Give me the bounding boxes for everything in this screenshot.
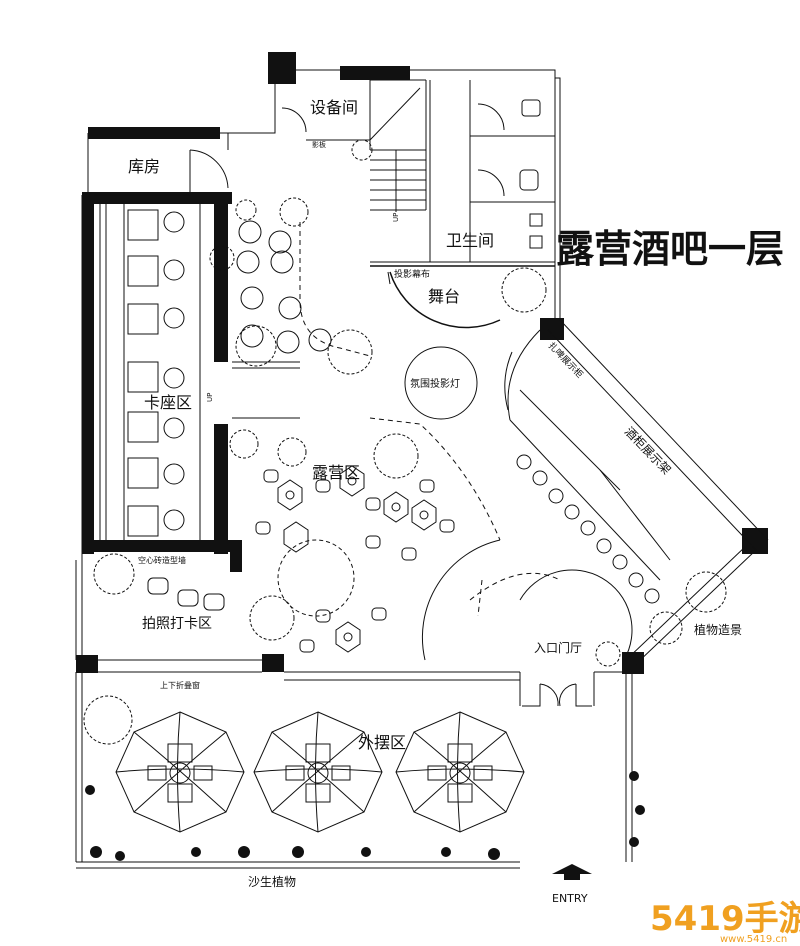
center-tables [236, 220, 478, 420]
room-restroom: 卫生间 [446, 231, 494, 250]
label-sand-plants: 沙生植物 [248, 874, 296, 889]
label-hollow-wall: 空心砖造型墙 [138, 555, 186, 565]
watermark-url: www.5419.cn [720, 934, 787, 945]
room-outdoor-area: 外摆区 [358, 733, 406, 752]
room-photo-area: 拍照打卡区 [142, 615, 212, 632]
room-stage: 舞台 [428, 287, 460, 306]
label-up-booth: UP [206, 393, 214, 402]
label-up-stairs: UP [392, 213, 400, 222]
plants [83, 139, 727, 745]
umbrellas [115, 711, 525, 833]
label-ambient-light: 氛围投影灯 [410, 377, 460, 390]
room-equipment: 设备间 [310, 98, 358, 117]
room-entrance-hall: 入口门厅 [534, 640, 582, 655]
label-shadow: 影板 [312, 140, 326, 149]
watermark-text: 5419手游网 [650, 899, 800, 939]
ambient-light-circle [404, 346, 478, 420]
label-display-rack: 扎啤展示柜 [546, 340, 586, 381]
label-projection-screen: 投影幕布 [394, 268, 430, 280]
label-folding-window: 上下折叠窗 [160, 680, 200, 690]
page-title: 露营酒吧一层 [556, 227, 784, 271]
room-storage: 库房 [128, 157, 160, 176]
room-camping-area: 露营区 [312, 463, 360, 482]
interior-walls [94, 79, 671, 707]
label-entry: ENTRY [552, 892, 588, 905]
staircase [369, 87, 426, 212]
watermark-logo: 5419手游网 www.5419.cn [650, 899, 800, 945]
camping-tents [147, 465, 455, 653]
sand-plants-row [85, 771, 645, 861]
bar-stools [516, 454, 660, 604]
entry-arrow-icon [552, 864, 592, 880]
booth-seating [127, 209, 185, 537]
room-booth-area: 卡座区 [144, 393, 192, 412]
label-plant-feature: 植物造景 [694, 622, 742, 637]
